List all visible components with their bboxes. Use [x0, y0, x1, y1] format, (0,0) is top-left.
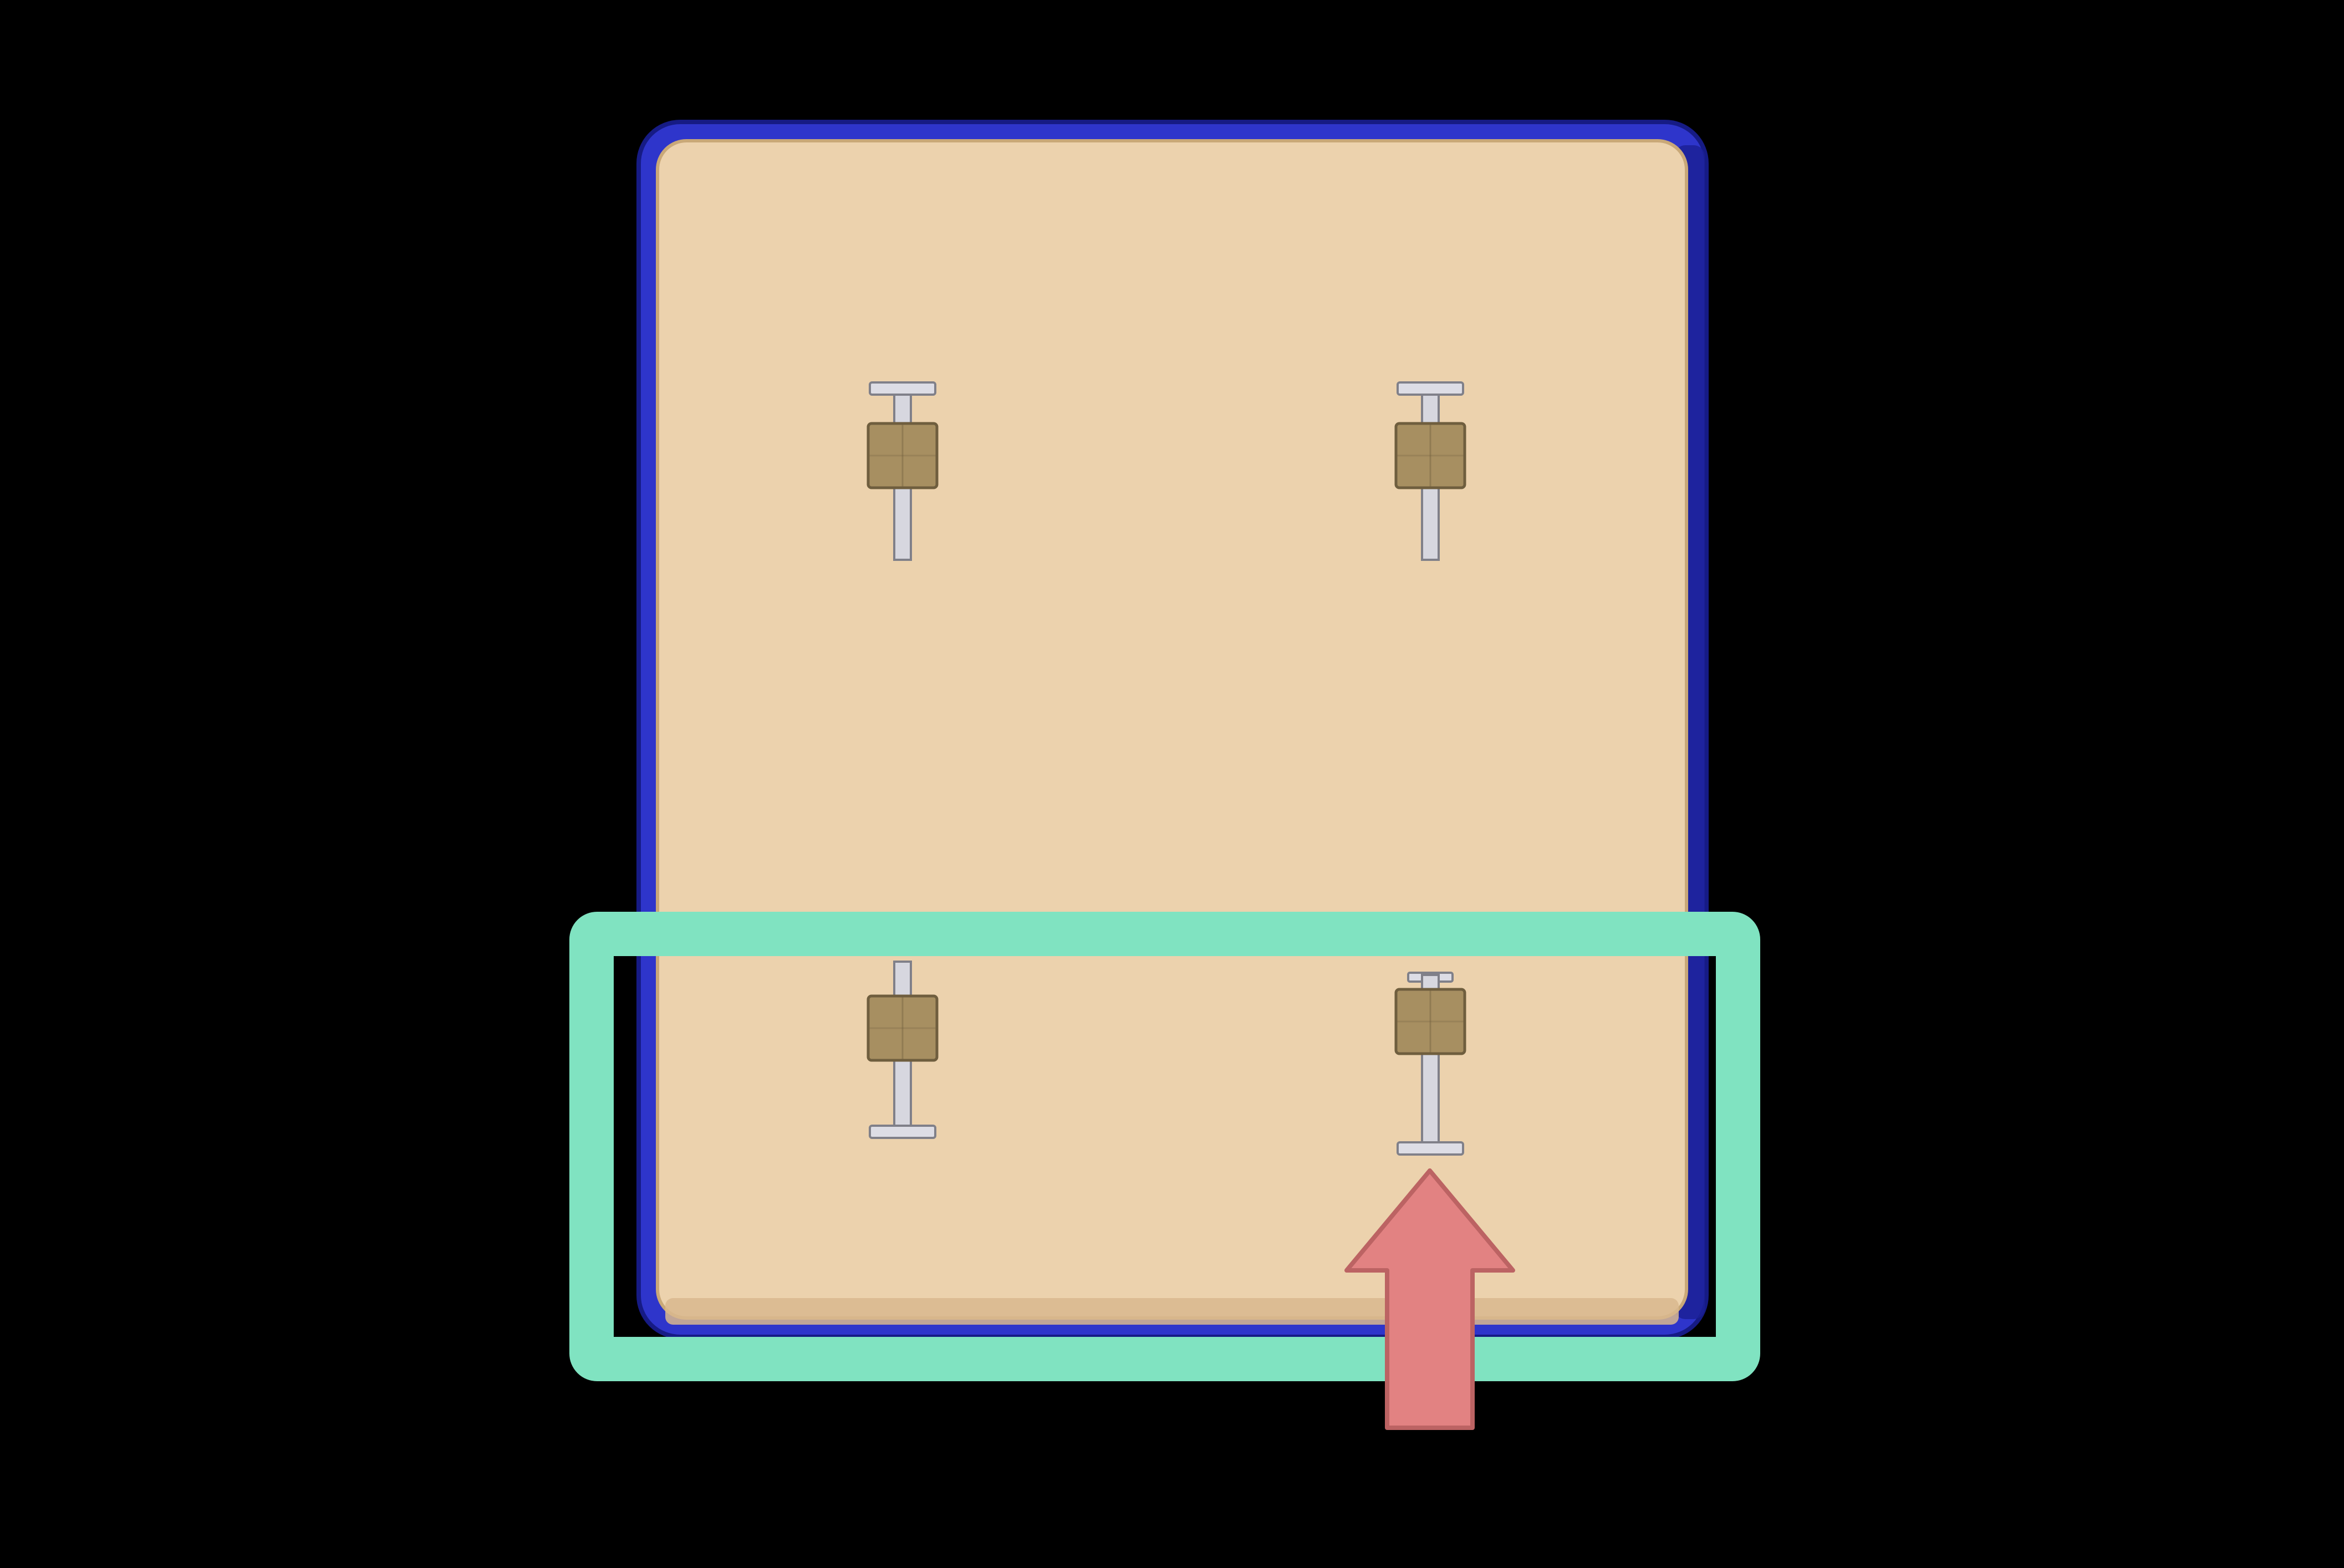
fastener-block	[1394, 422, 1466, 489]
fastener-cap	[869, 381, 936, 396]
fastener-block	[867, 422, 939, 489]
highlight-frame	[569, 912, 1760, 1381]
fastener-cap	[869, 1125, 936, 1139]
panel-bottom-edge	[665, 1298, 1679, 1325]
panel-surface	[656, 139, 1688, 1320]
up-arrow-annotation	[1344, 1168, 1515, 1430]
fastener-bottom-right	[1394, 972, 1466, 1156]
fastener-cap	[1397, 381, 1464, 396]
fastener-cap-bottom	[1397, 1141, 1464, 1156]
fastener-bottom-left	[867, 961, 939, 1139]
fastener-top-right	[1394, 381, 1466, 561]
fastener-block	[867, 994, 939, 1062]
fastener-block	[1394, 988, 1466, 1055]
fastener-top-left	[867, 381, 939, 561]
